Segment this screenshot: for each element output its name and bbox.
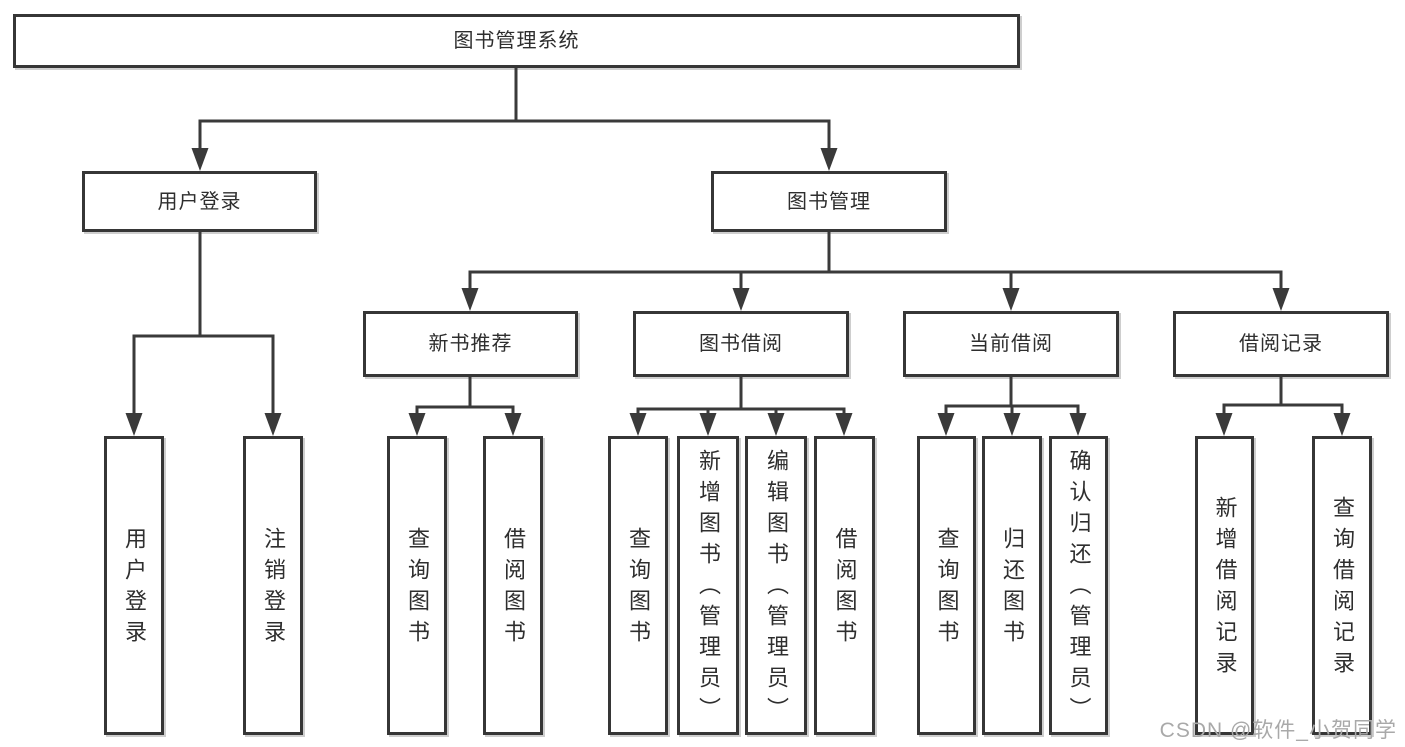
arrowhead-icon — [767, 413, 785, 436]
node-leaf-query-borrow-record: 查询借阅记录 — [1312, 436, 1372, 735]
arrowhead-icon — [732, 288, 750, 311]
arrowhead-icon — [937, 413, 955, 436]
node-book-mgmt-branch: 图书管理 — [711, 171, 947, 232]
node-leaf-query-books-3: 查询图书 — [917, 436, 976, 735]
arrowhead-icon — [461, 288, 479, 311]
arrowhead-icon — [408, 413, 426, 436]
watermark: CSDN @软件_小贺同学 — [1159, 719, 1397, 742]
node-leaf-borrow-books-1: 借阅图书 — [483, 436, 543, 735]
node-leaf-confirm-return-admin: 确认归还（管理员） — [1049, 436, 1108, 735]
node-leaf-query-books-2: 查询图书 — [608, 436, 668, 735]
node-leaf-add-borrow-record: 新增借阅记录 — [1195, 436, 1254, 735]
node-user-login-branch: 用户登录 — [82, 171, 317, 232]
node-leaf-add-book-admin: 新增图书（管理员） — [677, 436, 739, 735]
arrowhead-icon — [1069, 413, 1087, 436]
node-book-borrow: 图书借阅 — [633, 311, 849, 377]
arrowhead-icon — [1333, 413, 1351, 436]
arrowhead-icon — [835, 413, 853, 436]
arrowhead-icon — [125, 413, 143, 436]
node-leaf-query-books-1: 查询图书 — [387, 436, 447, 735]
node-new-book-rec: 新书推荐 — [363, 311, 578, 377]
arrowhead-icon — [1215, 413, 1233, 436]
arrowhead-icon — [1272, 288, 1290, 311]
arrowhead-icon — [1003, 413, 1021, 436]
node-current-borrow: 当前借阅 — [903, 311, 1119, 377]
arrowhead-icon — [699, 413, 717, 436]
arrowhead-icon — [191, 148, 209, 171]
arrowhead-icon — [1002, 288, 1020, 311]
node-borrow-records: 借阅记录 — [1173, 311, 1389, 377]
arrowhead-icon — [504, 413, 522, 436]
node-leaf-user-login: 用户登录 — [104, 436, 164, 735]
node-leaf-edit-book-admin: 编辑图书（管理员） — [745, 436, 807, 735]
arrowhead-icon — [264, 413, 282, 436]
arrowhead-icon — [629, 413, 647, 436]
arrowhead-icon — [820, 148, 838, 171]
node-leaf-borrow-books-2: 借阅图书 — [814, 436, 875, 735]
node-leaf-logout: 注销登录 — [243, 436, 303, 735]
node-root: 图书管理系统 — [13, 14, 1020, 68]
node-leaf-return-book: 归还图书 — [982, 436, 1042, 735]
